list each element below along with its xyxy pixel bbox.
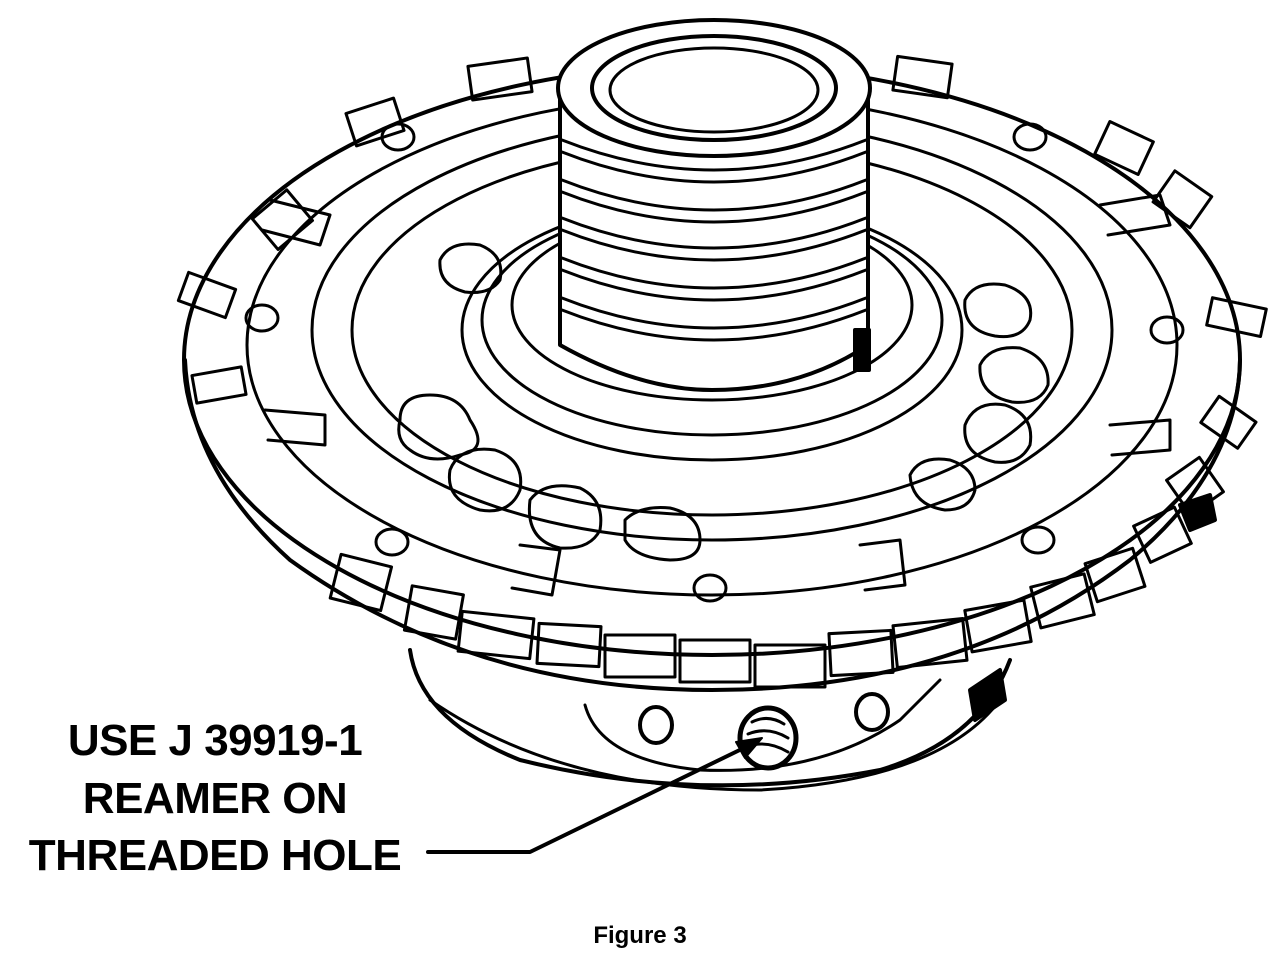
recess-slots (260, 193, 1172, 597)
flange-holes (244, 122, 1185, 603)
shaft-grooves (560, 138, 868, 342)
hub-bottom-edge (428, 698, 1002, 792)
hub-skirt (408, 648, 1012, 788)
dark-patch-flange (1178, 493, 1217, 532)
callout-line-1: USE J 39919-1 (67, 716, 363, 765)
outer-flange-side (183, 358, 1242, 692)
shaft-top-outer (556, 18, 872, 158)
port-pockets (397, 242, 1050, 562)
callout-line-2: REAMER ON (82, 774, 348, 823)
callout-line-3: THREADED HOLE (28, 831, 402, 880)
flange-tabs (176, 54, 1268, 689)
figure-caption: Figure 3 (593, 922, 687, 949)
boss-hole-left (638, 705, 674, 745)
threaded-hole (737, 705, 799, 771)
dark-patch-right (968, 668, 1007, 722)
boss-hole-right (854, 692, 890, 732)
leader-arrow-icon (426, 743, 752, 854)
shaft-dark-stripe (853, 328, 871, 372)
shaft-top-inner (590, 34, 838, 142)
leader-arrowhead (735, 737, 763, 759)
shaft-body (558, 88, 870, 392)
shaft-top-bore (608, 46, 820, 134)
